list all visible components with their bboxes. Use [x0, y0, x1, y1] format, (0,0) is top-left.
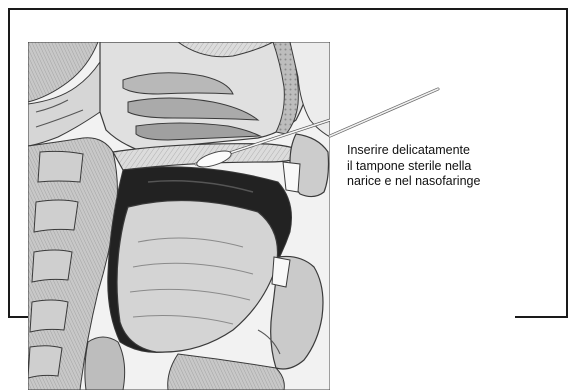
caption-line-2: il tampone sterile nella — [347, 159, 547, 175]
caption-line-1: Inserire delicatamente — [347, 143, 547, 159]
caption-line-3: narice e nel nasofaringe — [347, 174, 547, 190]
instruction-caption: Inserire delicatamente il tampone steril… — [347, 143, 547, 190]
